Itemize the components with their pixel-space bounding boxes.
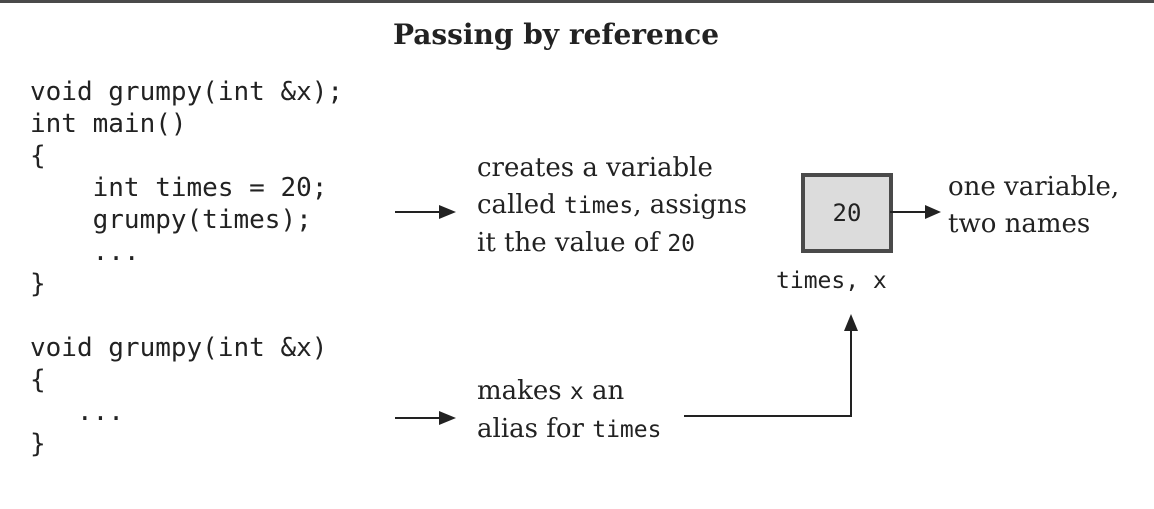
note-one-variable: one variable, two names bbox=[948, 169, 1119, 243]
code-function-block: void grumpy(int &x) { ... } bbox=[30, 333, 328, 459]
note-one-variable-line1: one variable, bbox=[948, 172, 1120, 202]
code-main-block: void grumpy(int &x); int main() { int ti… bbox=[30, 77, 344, 299]
variable-box-value: 20 bbox=[832, 199, 862, 227]
diagram-title: Passing by reference bbox=[392, 18, 720, 51]
note-creates-variable: creates a variable called times, assigns… bbox=[477, 150, 747, 263]
arrow-alias-to-box-line bbox=[684, 330, 852, 417]
note-alias: makes x an alias for times bbox=[477, 373, 661, 449]
top-rule bbox=[0, 0, 1154, 3]
arrow-func-to-alias-head bbox=[439, 411, 456, 425]
note-one-variable-line2: two names bbox=[948, 209, 1091, 239]
note-creates-line2: called times, assigns bbox=[477, 190, 748, 220]
note-alias-line1: makes x an bbox=[477, 376, 625, 406]
arrow-box-to-note-head bbox=[925, 205, 941, 219]
arrow-alias-to-box-head bbox=[844, 314, 858, 331]
variable-box-label: times, x bbox=[776, 268, 887, 294]
note-creates-line1: creates a variable bbox=[477, 153, 713, 183]
note-creates-line3: it the value of 20 bbox=[477, 228, 696, 258]
note-alias-line2: alias for times bbox=[477, 414, 662, 444]
arrow-code-to-note-head bbox=[439, 205, 456, 219]
